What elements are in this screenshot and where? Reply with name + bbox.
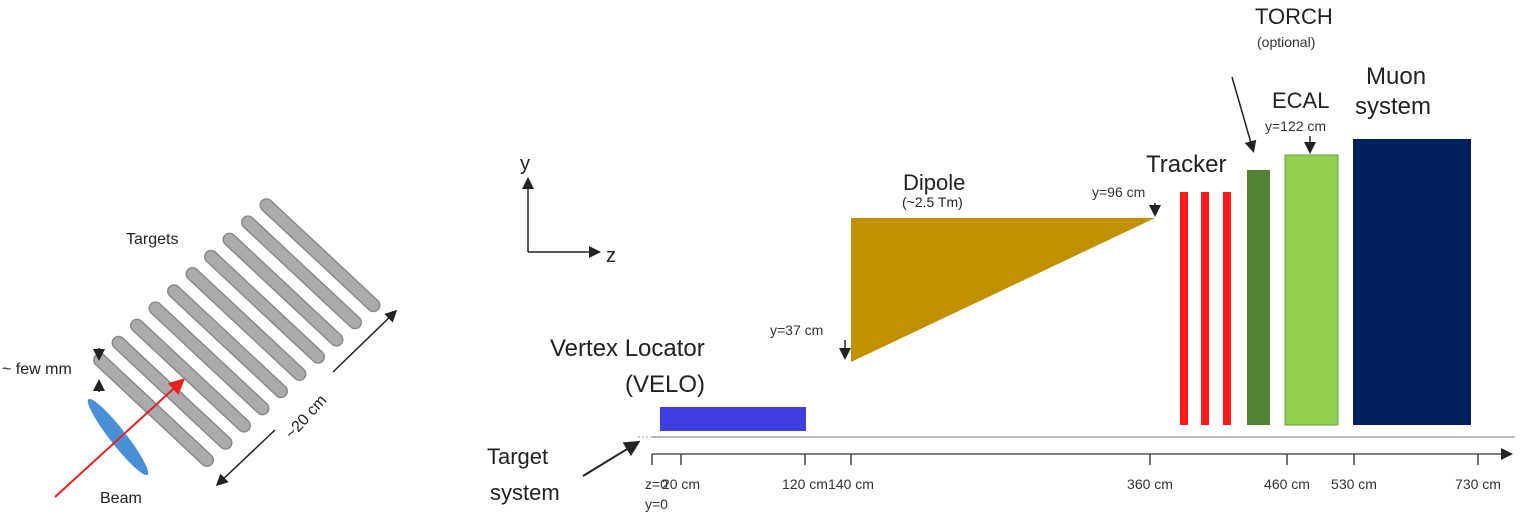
tracker-label: Tracker (1146, 151, 1226, 178)
dipole-y-high: y=96 cm (1092, 184, 1145, 200)
velo-abbrev: (VELO) (625, 371, 705, 398)
velo-label: Vertex Locator (550, 335, 705, 362)
target-rod (204, 249, 325, 364)
beam-spot (87, 398, 149, 476)
target-rod (93, 353, 214, 467)
target-system-label: Target (487, 444, 548, 469)
dipole-label: Dipole (903, 170, 965, 195)
muon-label: Muon (1366, 63, 1426, 90)
muon-block (1353, 139, 1471, 425)
z-tick-label: 530 cm (1331, 476, 1377, 492)
length-arrow (215, 309, 398, 487)
origin-y-label: y=0 (645, 496, 668, 512)
target-rod (185, 267, 307, 381)
ecal-y: y=122 cm (1265, 118, 1326, 134)
ecal-label: ECAL (1272, 88, 1329, 113)
torch-label: TORCH (1255, 4, 1333, 29)
target-rod (241, 215, 362, 330)
target-rod (148, 301, 270, 416)
target-rod (222, 232, 344, 347)
z-tick-label: 460 cm (1264, 476, 1310, 492)
beam-line (54, 378, 185, 498)
z-tick-label: 360 cm (1127, 476, 1173, 492)
spacing-label: ~ few mm (2, 361, 72, 378)
tracker-stations (1180, 192, 1231, 425)
z-tick-label: z=0 (645, 476, 668, 492)
z-tick-label: 730 cm (1455, 476, 1501, 492)
velo-block (660, 407, 806, 431)
ecal-block (1284, 154, 1339, 426)
dipole-magnet (851, 218, 1155, 362)
z-tick-label: 140 cm (828, 476, 874, 492)
beam-label: Beam (100, 490, 142, 507)
target-rod (130, 318, 251, 433)
yz-axes-icon (522, 177, 601, 258)
torch-block (1247, 170, 1270, 425)
targets-label: Targets (126, 231, 178, 248)
target-system-label-2: system (490, 480, 560, 505)
dipole-field: (~2.5 Tm) (902, 194, 963, 210)
dipole-y-low: y=37 cm (770, 322, 823, 338)
z-axis-label: z (606, 245, 616, 267)
z-tick-label: 20 cm (662, 476, 700, 492)
length-label: ~20 cm (282, 392, 330, 443)
torch-optional: (optional) (1257, 34, 1315, 50)
muon-system-label: system (1355, 93, 1431, 120)
target-system-arrow (582, 440, 641, 477)
target-rod (259, 198, 381, 313)
target-rod (167, 284, 288, 399)
z-tick-label: 120 cm (782, 476, 828, 492)
y-axis-label: y (520, 153, 530, 175)
